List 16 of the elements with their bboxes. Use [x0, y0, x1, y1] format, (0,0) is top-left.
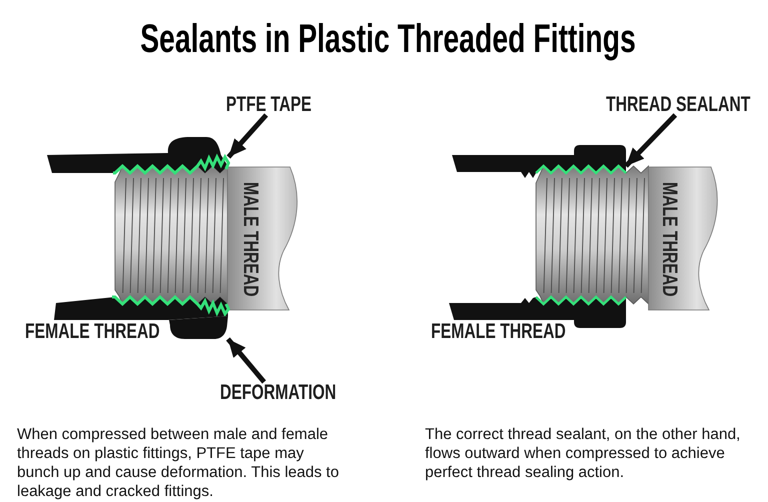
leader-arrow	[226, 337, 266, 384]
callout-label: PTFE TAPE	[226, 94, 312, 115]
part-label: FEMALE THREAD	[431, 321, 566, 342]
sealant-layer	[535, 164, 627, 175]
part-label: MALE THREAD	[659, 182, 680, 297]
part-label: FEMALE THREAD	[25, 321, 160, 342]
deformed-bulge	[169, 316, 228, 339]
tape-layer	[113, 153, 230, 176]
title: Sealants in Plastic Threaded Fittings	[140, 19, 636, 59]
callout-label: THREAD SEALANT	[606, 94, 750, 115]
description-text: The correct thread sealant, on the other hand, flows outward when compressed to achieve perfect thread sealing action.	[425, 425, 742, 482]
leader-arrow	[624, 113, 678, 168]
callout-label: DEFORMATION	[220, 382, 336, 403]
description-text: When compressed between male and female threads on plastic fittings, PTFE tape may bunch up and cause deformation. This leads to leakage and cracked fittings.	[17, 425, 340, 501]
leader-arrow	[226, 113, 268, 159]
part-label: MALE THREAD	[240, 182, 261, 297]
